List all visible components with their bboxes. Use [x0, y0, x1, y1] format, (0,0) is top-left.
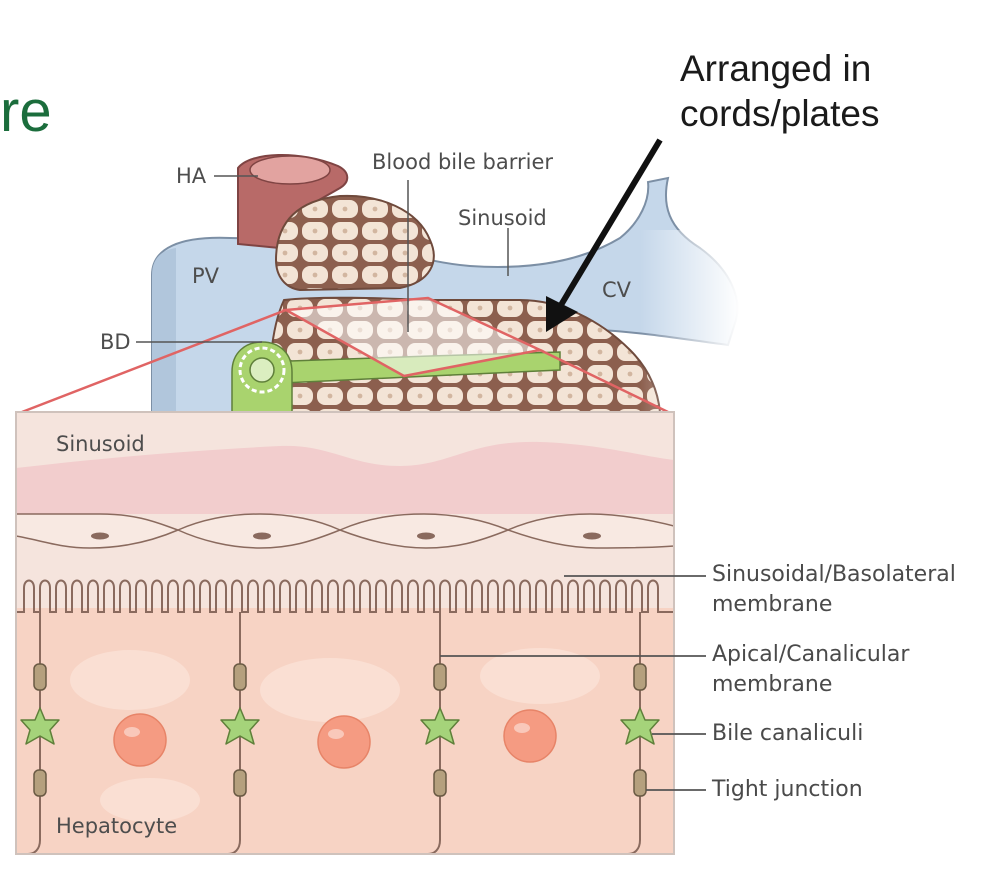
microvilli-membrane — [16, 579, 674, 613]
bile-canaliculus — [620, 707, 660, 745]
bile-canaliculus — [420, 707, 460, 745]
endothelial-nucleus — [417, 532, 435, 540]
endothelial-nucleus — [91, 532, 109, 540]
detail-panel — [16, 412, 674, 854]
bile-canaliculus — [20, 707, 60, 745]
label-tight-junction: Tight junction — [712, 777, 863, 802]
tight-junction — [633, 769, 647, 797]
hepatic-artery-lumen — [249, 155, 331, 185]
endothelial-nucleus — [583, 532, 601, 540]
endothelial-cell — [505, 513, 674, 549]
callout-line-2: cords/plates — [680, 93, 880, 134]
label-ha: HA — [176, 164, 207, 188]
tight-junction — [33, 769, 47, 797]
tight-junction — [233, 769, 247, 797]
label-sinusoid-overview: Sinusoid — [458, 206, 547, 230]
zoom-line-right — [539, 348, 669, 414]
callout-arrow-shaft — [555, 138, 663, 312]
slide-title-fragment: re — [0, 79, 52, 144]
tight-junction — [433, 663, 447, 691]
callout-line-1: Arranged in — [680, 48, 872, 89]
bile-canaliculus — [220, 707, 260, 745]
label-sinusoidal-membrane: Sinusoidal/Basolateral membrane — [712, 562, 956, 617]
endothelial-nucleus — [253, 532, 271, 540]
tight-junction — [433, 769, 447, 797]
detail-panel-border — [15, 411, 675, 855]
bile-duct-lumen — [249, 357, 275, 383]
tight-junction — [33, 663, 47, 691]
label-bd: BD — [100, 330, 131, 354]
label-sinusoid-detail: Sinusoid — [56, 432, 145, 456]
label-pv: PV — [192, 264, 220, 288]
overview-illustration — [21, 138, 740, 414]
tight-junction — [633, 663, 647, 691]
upper-hepatocyte-block — [274, 194, 435, 292]
label-apical-membrane: Apical/Canalicular membrane — [712, 642, 910, 697]
callout-text: Arranged in cords/plates — [680, 46, 880, 136]
callout-arrow-head — [546, 296, 578, 332]
hepatocyte-nucleus — [317, 715, 371, 769]
portal-vein-side — [152, 248, 176, 412]
hepatocyte-nucleus — [503, 709, 557, 763]
hepatocyte-nucleus — [113, 713, 167, 767]
zoom-line-left — [21, 308, 287, 414]
bile-duct-lumen-ring — [238, 346, 286, 394]
label-blood-bile-barrier: Blood bile barrier — [372, 150, 554, 174]
sinusoid-lumen — [16, 441, 674, 514]
tight-junction — [233, 663, 247, 691]
label-cv: CV — [602, 278, 632, 302]
label-hepatocyte: Hepatocyte — [56, 814, 178, 838]
label-bile-canaliculi: Bile canaliculi — [712, 721, 864, 746]
